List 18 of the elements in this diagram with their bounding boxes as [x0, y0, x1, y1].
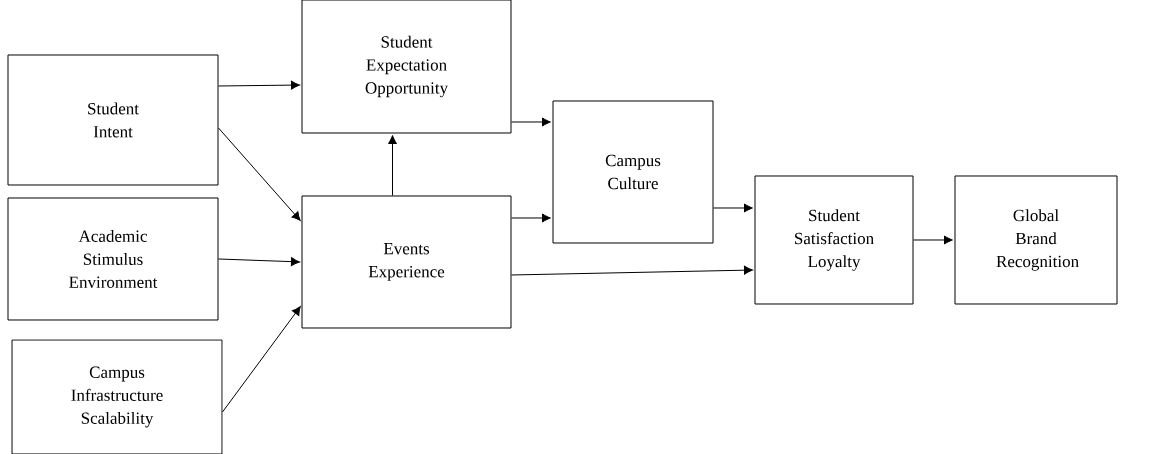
arrow: [222, 306, 301, 413]
arrow: [511, 265, 753, 276]
process-box: Campus Infrastructure Scalability: [11, 339, 223, 454]
arrow: [388, 135, 397, 196]
process-box: Student Intent: [7, 54, 219, 186]
process-box: Campus Culture: [552, 100, 714, 244]
arrow: [913, 235, 953, 245]
process-box: Events Experience: [301, 195, 512, 329]
process-box: Student Satisfaction Loyalty: [754, 175, 914, 305]
arrow: [218, 80, 300, 90]
arrow: [713, 203, 753, 213]
arrow: [218, 257, 300, 267]
arrow: [511, 213, 551, 223]
arrow: [511, 117, 551, 127]
process-box: Academic Stimulus Environment: [7, 197, 219, 321]
process-box: Student Expectation Opportunity: [301, 0, 512, 134]
arrow: [218, 127, 301, 221]
process-box: Global Brand Recognition: [954, 175, 1118, 305]
